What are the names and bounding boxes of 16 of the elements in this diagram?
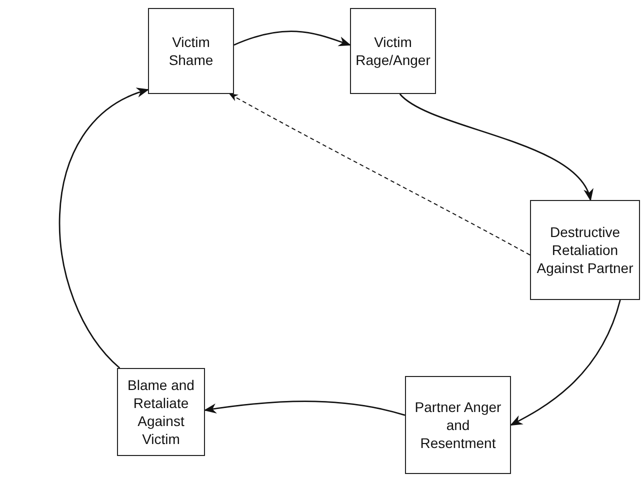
process-box: [350, 8, 436, 94]
arrow: [204, 400, 406, 416]
arrow: [59, 89, 150, 368]
process-box: [148, 8, 234, 94]
dashed-arrow: [228, 94, 530, 256]
box-label: Destructive Retaliation Against Partner: [536, 223, 634, 277]
arrow: [399, 93, 592, 202]
arrow: [234, 30, 352, 46]
arrow: [510, 300, 621, 426]
process-box: [530, 200, 640, 300]
box-label: Victim Shame: [168, 33, 214, 69]
box-label: Partner Anger and Resentment: [414, 398, 502, 452]
process-box: [117, 368, 205, 456]
process-box: [405, 376, 511, 474]
box-label: Victim Rage/Anger: [355, 33, 431, 69]
box-label: Blame and Retaliate Against Victim: [126, 376, 196, 448]
